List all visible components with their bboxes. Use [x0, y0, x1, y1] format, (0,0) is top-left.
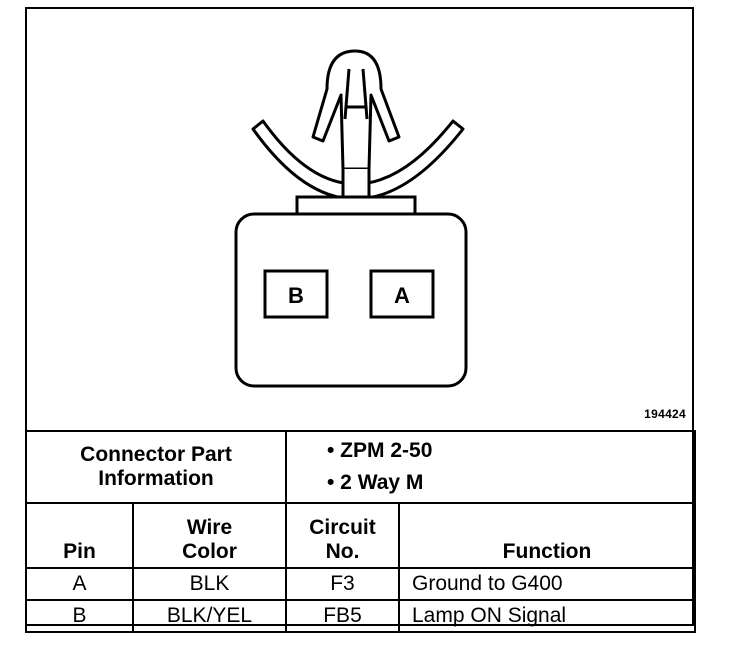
- locking-tab: [311, 49, 401, 171]
- connector-diagram: B A 194424: [27, 9, 692, 430]
- header-circuit: Circuit No.: [285, 502, 400, 569]
- connector-info-label-line2: Information: [98, 467, 214, 490]
- header-wire-color: Wire Color: [132, 502, 287, 569]
- pinout-table: Connector Part Information • ZPM 2-50 • …: [25, 430, 697, 633]
- connector-drawing: B A: [234, 49, 468, 388]
- reference-number: 194424: [644, 407, 686, 421]
- connector-info-item: • 2 Way M: [327, 471, 424, 494]
- header-wire-color-line2: Color: [182, 539, 237, 563]
- cell-circuit: F3: [285, 567, 400, 601]
- connector-neck: [341, 169, 371, 199]
- table-row: B BLK/YEL FB5 Lamp ON Signal: [25, 599, 697, 633]
- header-wire-color-line1: Wire: [186, 515, 233, 539]
- cavity-label-a: A: [394, 283, 410, 308]
- cavity-label-b: B: [288, 283, 304, 308]
- header-circuit-line1: Circuit: [309, 515, 376, 539]
- cavity-a: [369, 269, 435, 319]
- connector-info-label-line1: Connector Part: [80, 442, 232, 466]
- header-circuit-line2: No.: [325, 539, 360, 563]
- header-pin: Pin: [25, 502, 134, 569]
- cell-wire-color: BLK: [132, 567, 287, 601]
- connector-info-row: Connector Part Information • ZPM 2-50 • …: [25, 430, 697, 504]
- cavity-b: [263, 269, 329, 319]
- cell-wire-color: BLK/YEL: [132, 599, 287, 633]
- table-header-row: Pin Wire Color Circuit No. Function: [25, 502, 697, 569]
- connector-ledge: [295, 195, 417, 216]
- header-function-text: Function: [502, 539, 592, 563]
- cell-pin: B: [25, 599, 134, 633]
- header-pin-text: Pin: [63, 539, 96, 563]
- diagram-frame: B A 194424 Connector Part Information • …: [25, 7, 697, 633]
- header-function: Function: [397, 502, 697, 569]
- connector-info-item: • ZPM 2-50: [327, 439, 433, 462]
- cell-pin: A: [25, 567, 134, 601]
- connector-info-label: Connector Part Information: [25, 430, 287, 504]
- cell-function: Ground to G400: [397, 567, 697, 601]
- connector-info-values: • ZPM 2-50 • 2 Way M: [284, 430, 697, 504]
- cell-circuit: FB5: [285, 599, 400, 633]
- connector-body: [234, 212, 468, 388]
- cell-function: Lamp ON Signal: [397, 599, 697, 633]
- table-row: A BLK F3 Ground to G400: [25, 567, 697, 601]
- retaining-band: [251, 119, 465, 201]
